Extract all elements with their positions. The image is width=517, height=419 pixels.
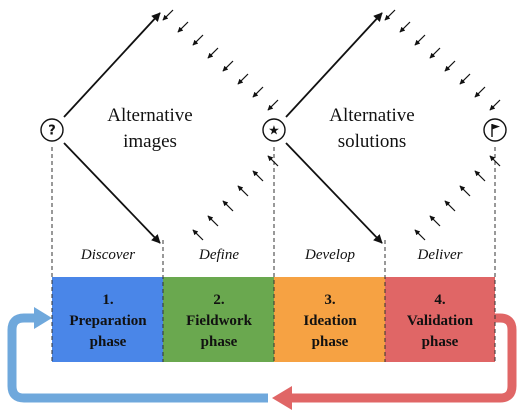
converge-right-lower-arrow-1	[489, 155, 501, 167]
stage-label-develop: Develop	[304, 247, 355, 263]
phase-name-3-line1: Ideation	[303, 313, 357, 329]
phase-name-3-line2: phase	[312, 334, 349, 350]
converge-right-upper-arrow-7	[474, 86, 486, 98]
converge-left-lower-arrow-5	[207, 215, 219, 227]
converge-left-upper-arrow-7	[252, 86, 264, 98]
phase-name-2-line1: Fieldwork	[186, 313, 252, 329]
converge-right-lower-arrow-5	[429, 215, 441, 227]
feedback-loop	[7, 307, 517, 410]
phase-name-1-line2: phase	[90, 334, 127, 350]
phase-box-preparation	[52, 277, 163, 362]
phase-number-3: 3.	[324, 292, 336, 308]
stage-label-define: Define	[198, 247, 239, 263]
converge-right-upper-arrow-3	[414, 34, 426, 46]
converge-left-upper-arrow-1	[162, 9, 174, 21]
converge-left-lower-arrow-2	[252, 170, 264, 182]
converge-right-lower-arrow-6	[414, 229, 426, 241]
phase-number-4: 4.	[434, 292, 446, 308]
diverge-up-arrow-2	[285, 12, 383, 118]
diverge-down-arrow-1	[63, 142, 161, 244]
problem-space-label-line1: Alternative	[107, 105, 192, 126]
question-icon: ?	[40, 118, 64, 142]
diamond-arrows	[63, 12, 383, 244]
diverge-up-arrow-1	[63, 12, 161, 118]
star-icon: ★	[262, 118, 286, 142]
converge-left-upper-arrow-3	[192, 34, 204, 46]
phase-name-2-line2: phase	[201, 334, 238, 350]
star-glyph: ★	[268, 124, 280, 139]
question-glyph: ?	[48, 124, 56, 139]
converge-left-upper-arrow-2	[177, 21, 189, 33]
converge-right-upper-arrow-1	[384, 9, 396, 21]
stage-label-discover: Discover	[80, 247, 135, 263]
phase-name-4-line2: phase	[422, 334, 459, 350]
converge-left-lower-arrow-4	[222, 200, 234, 212]
solution-space-label-line1: Alternative	[329, 105, 414, 126]
phase-number-1: 1.	[102, 292, 114, 308]
flag-icon	[483, 118, 507, 142]
converge-right-lower-arrow-3	[459, 185, 471, 197]
loop-left-arrowhead	[34, 307, 52, 329]
loop-right-arrow	[290, 313, 517, 403]
converge-right-upper-arrow-2	[399, 21, 411, 33]
diverge-down-arrow-2	[285, 142, 383, 244]
loop-right-arrowhead	[272, 386, 292, 410]
converge-right-upper-arrow-5	[444, 60, 456, 72]
converge-left-upper-arrow-4	[207, 47, 219, 59]
converge-right-lower-arrow-4	[444, 200, 456, 212]
phase-name-4-line1: Validation	[407, 313, 474, 329]
phase-box-validation	[385, 277, 495, 362]
phase-texts: 1. Preparation phase 2. Fieldwork phase …	[69, 292, 473, 350]
stage-label-deliver: Deliver	[417, 247, 463, 263]
converge-left-upper-arrow-8	[267, 99, 279, 111]
solution-space-label-line2: solutions	[338, 131, 407, 152]
converge-left-upper-arrow-6	[237, 73, 249, 85]
converge-left-upper-arrow-5	[222, 60, 234, 72]
converge-left-lower-arrow-3	[237, 185, 249, 197]
converge-right-lower-arrow-2	[474, 170, 486, 182]
phase-bar	[52, 277, 495, 362]
dashed-guides	[51, 147, 496, 362]
problem-space-label-line2: images	[123, 131, 177, 152]
phase-name-1-line1: Preparation	[69, 313, 147, 329]
converge-right-upper-arrow-4	[429, 47, 441, 59]
converge-left-lower-arrow-1	[267, 155, 279, 167]
converge-right-upper-arrow-6	[459, 73, 471, 85]
phase-box-fieldwork	[163, 277, 274, 362]
converge-right-upper-arrow-8	[489, 99, 501, 111]
loop-left-arrow	[7, 313, 268, 403]
phase-number-2: 2.	[213, 292, 225, 308]
converge-left-lower-arrow-6	[192, 229, 204, 241]
converge-arrows	[162, 9, 501, 241]
phase-box-ideation	[274, 277, 385, 362]
